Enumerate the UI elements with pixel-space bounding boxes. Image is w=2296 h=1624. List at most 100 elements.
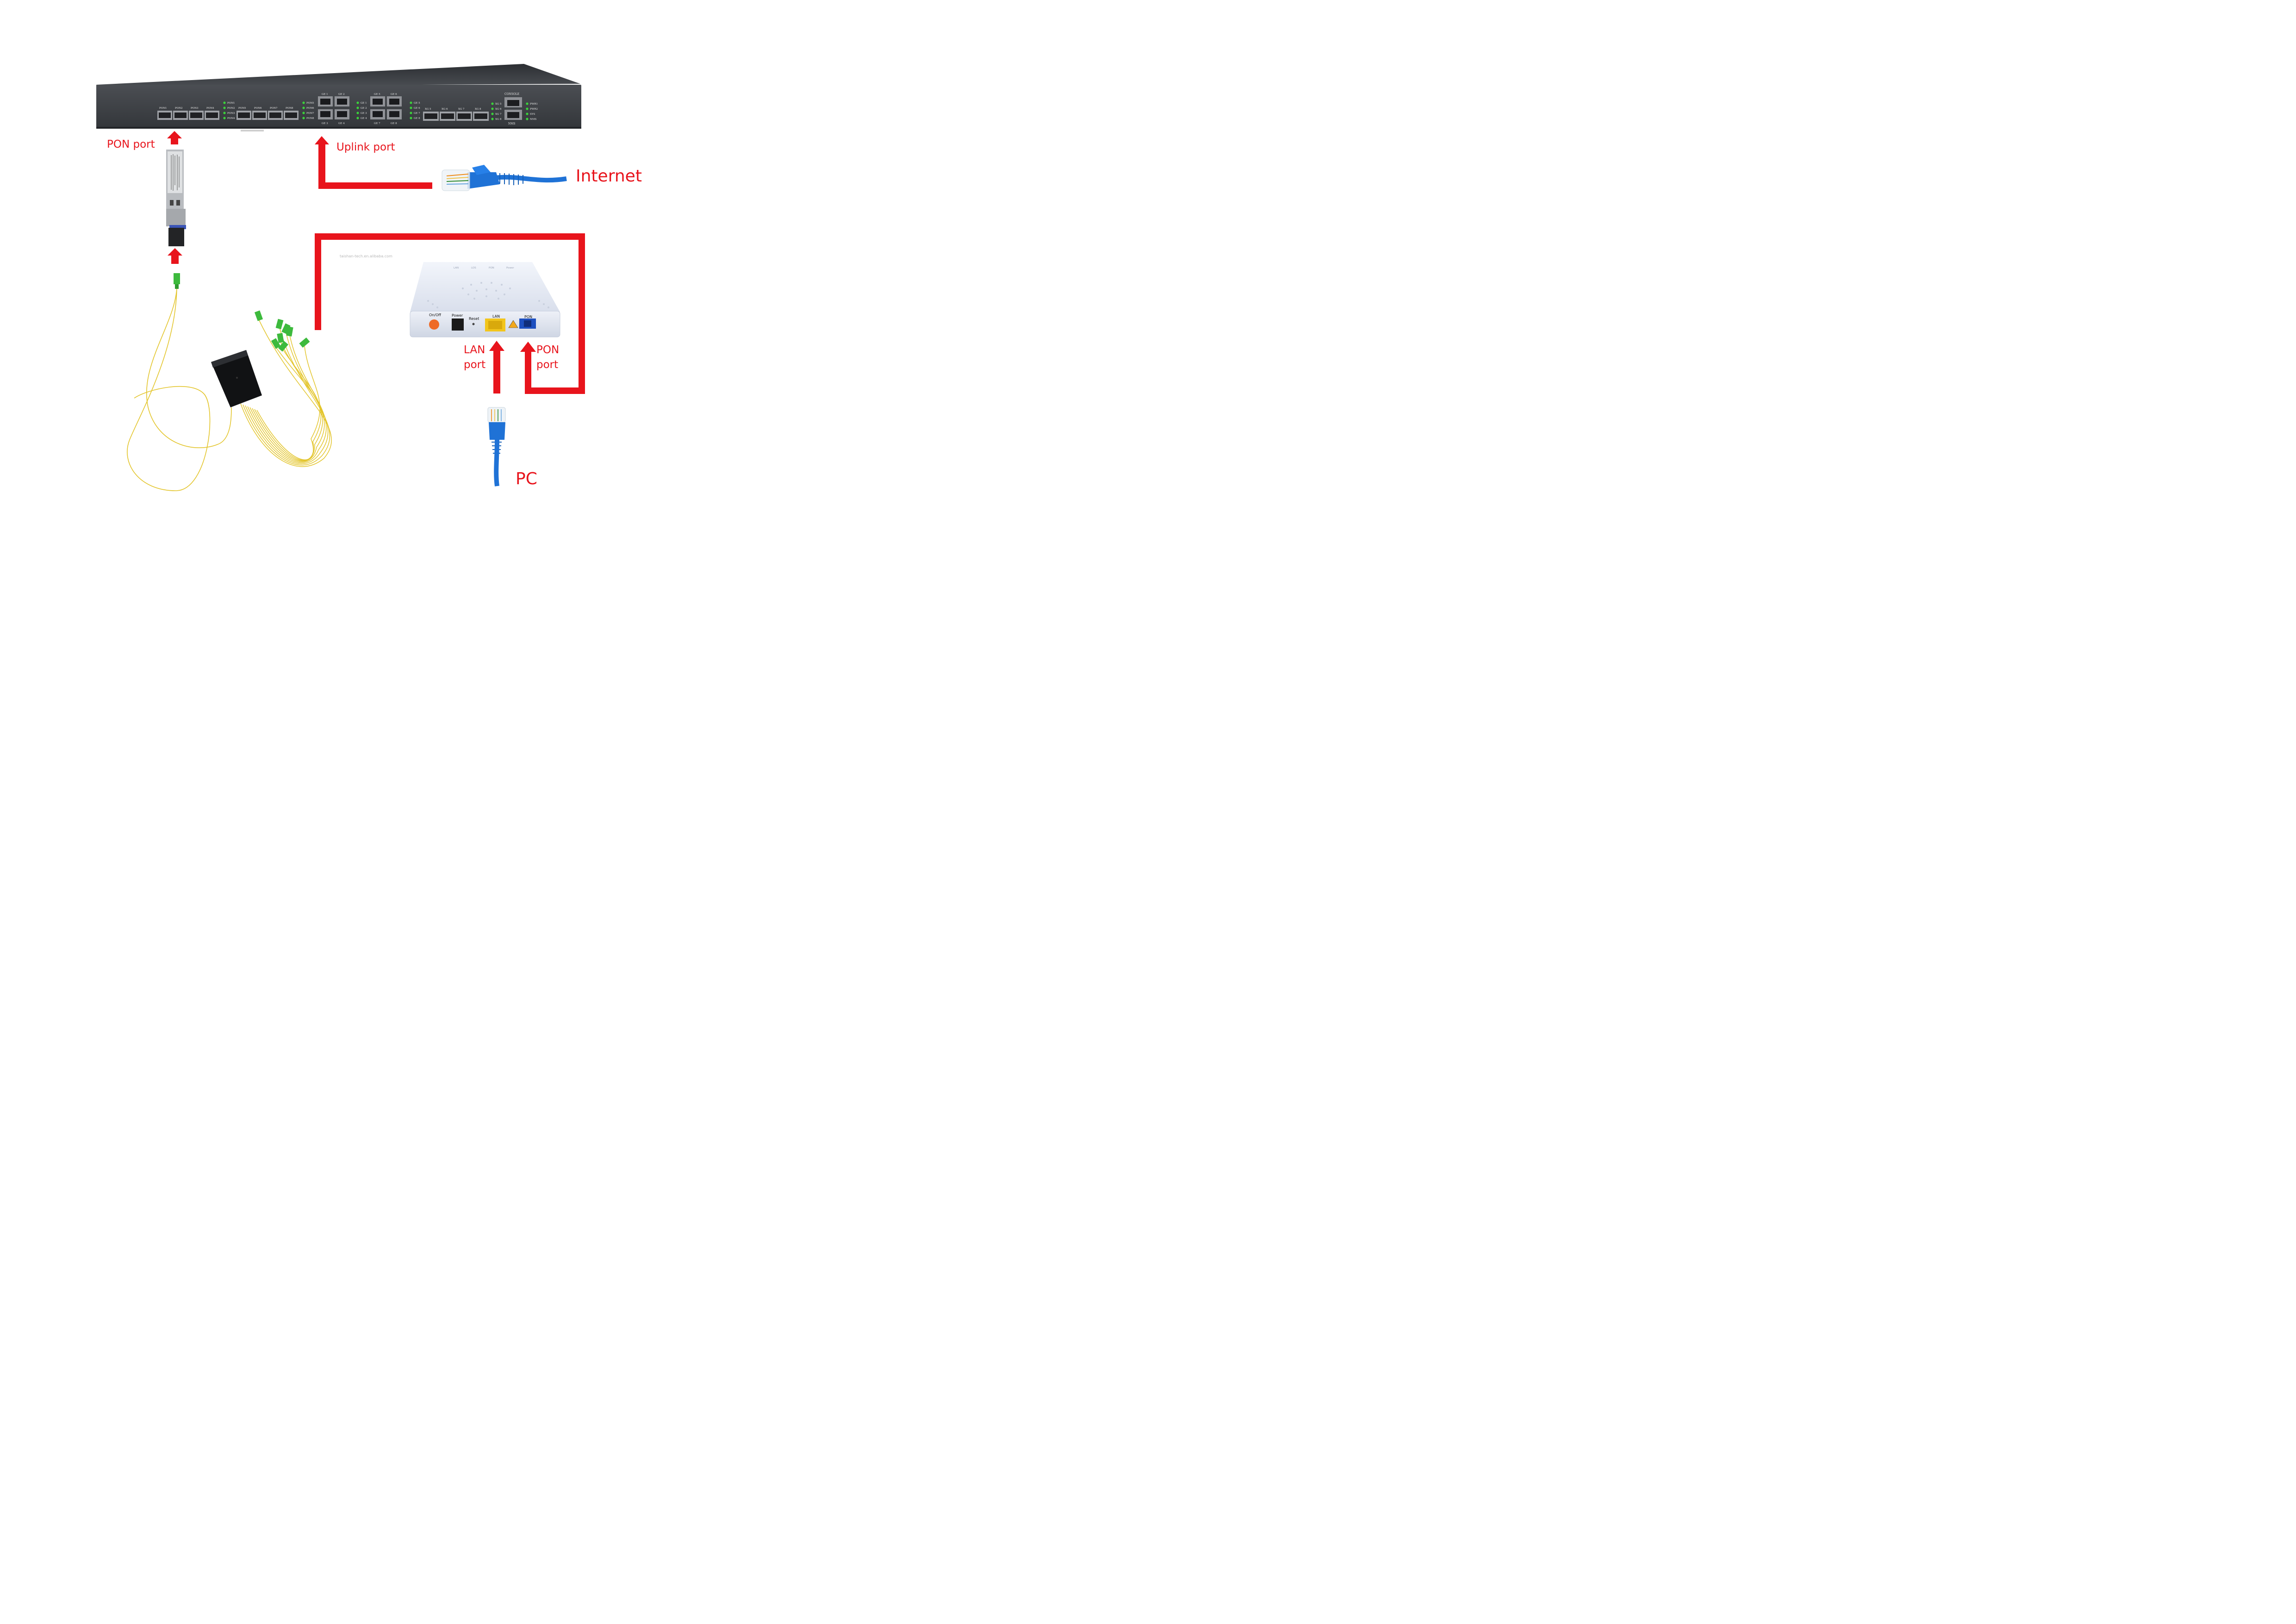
olt-ge-port-label: GE 2 [338, 93, 345, 96]
pc-label: PC [516, 469, 537, 488]
olt-pon-port-label: PON6 [254, 107, 262, 110]
sc-connector-bundle [254, 310, 310, 352]
olt-pon-led [223, 112, 226, 114]
olt-pon-led [223, 106, 226, 109]
olt-ge-led-label: GE 6 [414, 107, 420, 110]
plc-splitter [211, 350, 262, 407]
onu-reset-label: Reset [469, 317, 479, 321]
olt-ge-led [410, 117, 412, 119]
olt-ge-port-label: GE 6 [391, 93, 397, 96]
olt-ge-led-label: GE 5 [414, 102, 420, 105]
olt-ge-port-label: GE 7 [374, 122, 380, 125]
onu-led-label: LAN [454, 267, 459, 269]
internet-label: Internet [576, 167, 642, 186]
olt-ge-port-label: GE 1 [322, 93, 328, 96]
arrow-uplink [315, 136, 432, 189]
olt-pon-port-label: PON8 [286, 107, 293, 110]
olt-pon-led-label: PON3 [227, 112, 235, 115]
onu-onoff-label: On/Off [429, 313, 441, 317]
olt-ge-leds-1-4: GE 1GE 2GE 3GE 4 [356, 101, 367, 120]
olt-status-led [526, 112, 529, 115]
olt-xg-led [491, 107, 494, 110]
olt-ge-port-label: GE 3 [322, 122, 328, 125]
onu-power-jack [452, 319, 464, 331]
olt-top-surface [96, 64, 580, 87]
olt-ge-port-label: GE 4 [338, 122, 345, 125]
olt-pon-led-label: PON5 [306, 102, 314, 105]
pon-port-label-olt: PON port [107, 138, 155, 150]
onu-reset-hole [472, 323, 475, 325]
sfp-module [166, 150, 186, 246]
olt-xg-led [491, 102, 494, 105]
olt-console-label: CONSOLE [504, 93, 519, 96]
onu-led-label: Power [506, 267, 514, 269]
olt-xg-port-label: XG 7 [458, 108, 465, 111]
uplink-port-label: Uplink port [336, 141, 395, 153]
olt-pon-led [302, 112, 305, 114]
olt-ge-led [410, 101, 412, 104]
olt-ge-led [410, 106, 412, 109]
pon-port-label-onu-line1: PON [536, 344, 560, 356]
olt-pon-led-label: PON4 [227, 117, 235, 120]
pc-cable [487, 407, 506, 487]
pon-port-label-onu: PON port [536, 343, 559, 372]
onu-pon-label: PON [524, 315, 532, 319]
olt-status-led [526, 107, 529, 110]
olt-ge-led-label: GE 1 [361, 102, 367, 105]
olt-ge-led [410, 112, 412, 114]
olt-ge-led-label: GE 2 [361, 107, 367, 110]
olt-pon-port-label: PON5 [238, 107, 246, 110]
olt-nms-label: NMS [508, 122, 516, 125]
olt-ge-led [356, 101, 359, 104]
onu-vent-dots [427, 282, 549, 308]
olt-pon-led-label: PON1 [227, 102, 235, 105]
olt-pon-led [223, 117, 226, 119]
olt-status-led-label: PWR2 [530, 108, 538, 111]
olt-pon-led-label: PON7 [306, 112, 314, 115]
lan-port-label: LAN port [464, 343, 485, 372]
olt-pon-led-label: PON2 [227, 107, 235, 110]
lan-port-label-line1: LAN [464, 344, 485, 356]
fiber-patch-cable [127, 287, 232, 491]
sc-connector-top [174, 273, 180, 289]
olt-status-led-label: NMS [530, 118, 536, 121]
olt-pon-led-label: PON6 [306, 107, 314, 110]
onu-lan-label: LAN [492, 314, 500, 319]
olt-status-led [526, 118, 529, 120]
olt-pon-port-label: PON4 [206, 107, 214, 110]
olt-ge-led-label: GE 8 [414, 117, 420, 120]
olt-ge-ports-1-4: GE 1 GE 2 GE 3 GE 4 [318, 93, 349, 125]
olt-pon-led [302, 106, 305, 109]
olt-xg-led-label: XG 5 [495, 103, 502, 106]
olt-pon-port-label: PON3 [191, 107, 199, 110]
olt-xg-port-label: XG 8 [475, 108, 481, 111]
olt-ge-led [356, 106, 359, 109]
onu-led-label: LOS [471, 267, 476, 269]
olt-xg-led [491, 112, 494, 115]
watermark: taishan-tech.en.alibaba.com [340, 254, 392, 258]
olt-xg-led [491, 118, 494, 120]
onu-onoff-button [429, 319, 439, 330]
splitter-output-fibers [240, 319, 332, 467]
olt-pon-led [223, 101, 226, 104]
olt-ge-leds-5-8: GE 5GE 6GE 7GE 8 [410, 101, 420, 120]
olt-status-led [526, 102, 529, 105]
connection-arrows [167, 131, 585, 394]
arrow-pc-to-lan [489, 341, 504, 394]
olt-xg-port-label: XG 6 [442, 108, 448, 111]
olt-ge-led [356, 117, 359, 119]
olt-console-nms: CONSOLE NMS [504, 93, 522, 125]
olt-ge-led-label: GE 4 [361, 117, 367, 120]
onu-power-label: Power [452, 313, 463, 318]
olt-pon-port-label: PON7 [270, 107, 278, 110]
pon-port-label-onu-line2: port [536, 359, 559, 371]
internet-cable [442, 165, 567, 191]
olt-xg-leds: XG 5XG 6XG 7XG 8 [491, 102, 502, 121]
olt-status-led-label: SYS [530, 113, 535, 116]
olt-xg-port-label: XG 5 [425, 108, 431, 111]
